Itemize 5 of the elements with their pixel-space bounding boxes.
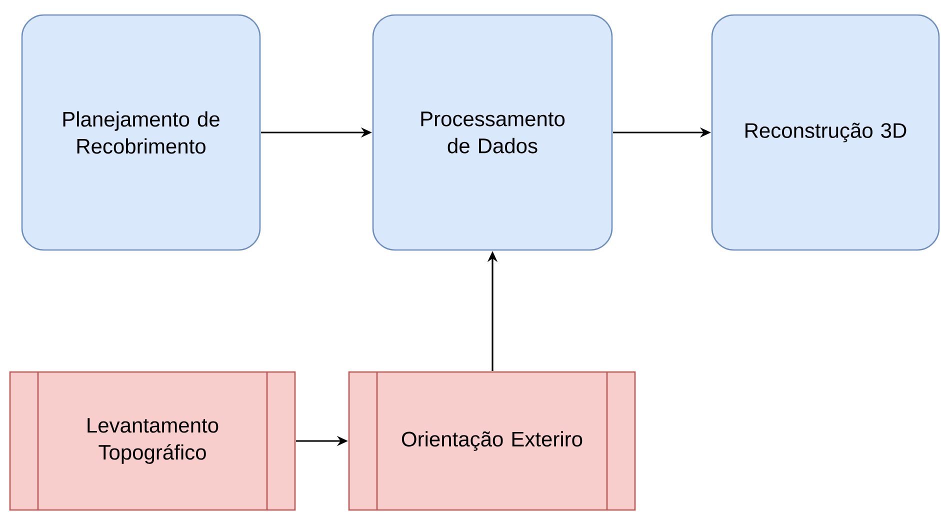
- process-box: Planejamento de Recobrimento: [21, 14, 261, 251]
- predefined-process-box: Levantamento Topográfico: [9, 371, 296, 511]
- predefined-process-box: Orientação Exteriro: [348, 371, 636, 511]
- process-box: Reconstrução 3D: [711, 14, 940, 251]
- process-box: Processamento de Dados: [372, 14, 613, 251]
